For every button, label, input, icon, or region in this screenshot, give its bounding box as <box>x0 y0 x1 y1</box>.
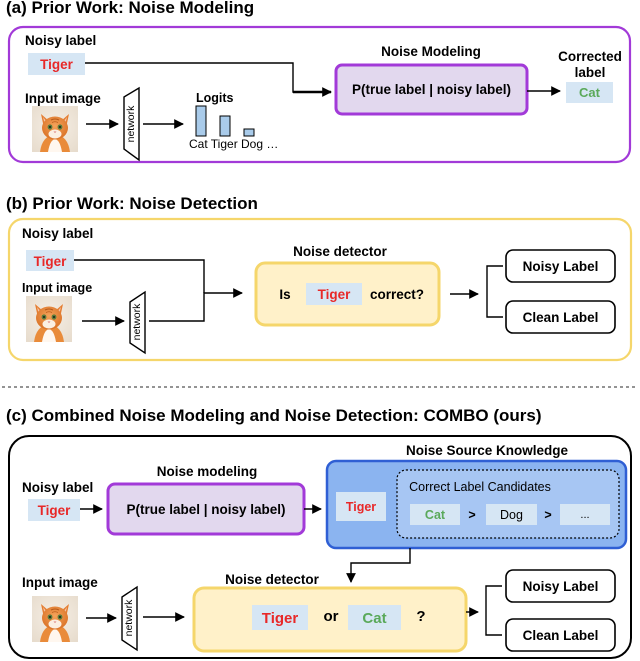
panel-a-noise-modeling-formula: P(true label | noisy label) <box>352 82 511 97</box>
panel-b-network <box>129 290 146 355</box>
panel-b-noisy-label-box <box>26 250 74 271</box>
panel-b-clean-output-box <box>505 300 616 334</box>
panel-c-knowledge-to-detector-arrow <box>346 548 411 583</box>
logit-bar-cat <box>195 105 207 137</box>
panel-a-corrected-value: Cat <box>579 85 601 100</box>
panel-b-question-value: Tiger <box>318 287 352 302</box>
panel-b-merge-arrow <box>149 288 243 322</box>
panel-c-option-cat-box <box>348 605 401 630</box>
panel-c-option-or: or <box>324 608 339 625</box>
panel-c-detector-title: Noise detector <box>225 572 320 587</box>
panel-a-noisy-label-box <box>28 53 85 75</box>
panel-b-question-suffix: correct? <box>370 287 424 302</box>
panel-c-noise-modeling-title: Noise modeling <box>157 464 258 479</box>
panel-c-network-label: network <box>123 599 135 637</box>
panel-c-option-tiger-box <box>252 605 308 630</box>
panel-c-option-tiger: Tiger <box>262 610 299 627</box>
panel-c-knowledge-tiger-box <box>336 492 386 521</box>
panel-c-output-bracket <box>485 585 502 636</box>
candidate-dog-box <box>486 504 537 525</box>
panel-c-input-image-title: Input image <box>22 575 98 590</box>
panel-a-corrected-title-2: label <box>575 65 606 80</box>
panel-a-network-label: network <box>125 105 137 143</box>
panel-c-option-cat: Cat <box>362 610 386 627</box>
panel-c-knowledge-tiger: Tiger <box>346 500 376 514</box>
panel-a-noisy-label-value: Tiger <box>40 57 74 72</box>
panel-c-noisy-label-value: Tiger <box>38 503 72 518</box>
panel-a-noise-modeling-box <box>334 63 529 116</box>
panel-c-noisy-output: Noisy Label <box>523 579 599 594</box>
panel-b-question-prefix: Is <box>279 287 290 302</box>
panel-b-output-bracket <box>486 265 503 318</box>
candidate-sep-2: > <box>544 508 551 522</box>
candidate-more-box <box>560 504 610 525</box>
panel-a-input-image-title: Input image <box>25 91 101 106</box>
panel-a-noise-modeling-title: Noise Modeling <box>381 44 481 59</box>
panel-b-input-image-title: Input image <box>22 281 92 295</box>
panel-c-noisy-label-box <box>28 499 80 521</box>
panel-c-network <box>121 585 138 652</box>
panel-c-heading: (c) Combined Noise Modeling and Noise De… <box>6 406 542 425</box>
panel-a-logits-title: Logits <box>196 91 234 105</box>
panel-a-corrected-title-1: Corrected <box>558 49 622 64</box>
panel-a-cat-image <box>32 106 78 152</box>
logit-bar-tiger <box>219 115 231 137</box>
candidate-cat-box <box>410 504 460 525</box>
candidate-sep-1: > <box>468 508 475 522</box>
panel-b-heading: (b) Prior Work: Noise Detection <box>6 194 258 213</box>
panel-c-option-question: ? <box>416 608 425 625</box>
panel-a-logits-classes: Cat Tiger Dog … <box>189 137 278 151</box>
panel-c-noisy-label-title: Noisy label <box>22 480 93 495</box>
panel-b-network-label: network <box>131 303 143 341</box>
panel-a-network <box>123 86 140 162</box>
candidate-cat: Cat <box>425 508 446 522</box>
candidate-dog: Dog <box>500 508 523 522</box>
panel-b-noisy-label-value: Tiger <box>34 254 68 269</box>
panel-c-noise-modeling-formula: P(true label | noisy label) <box>126 502 285 517</box>
panel-b-label-line <box>74 259 205 293</box>
panel-b-noisy-label-title: Noisy label <box>22 226 93 241</box>
panel-a-noisy-label-title: Noisy label <box>25 33 96 48</box>
panel-c-noisy-output-box <box>505 569 616 603</box>
panel-b-clean-output: Clean Label <box>523 310 599 325</box>
panel-c-candidates-title: Correct Label Candidates <box>409 480 551 494</box>
candidate-more: ... <box>580 509 589 521</box>
panel-b-cat-image <box>26 296 72 342</box>
panel-a-frame <box>7 25 632 164</box>
logit-bar-dog <box>243 128 255 137</box>
panel-b-detector-title: Noise detector <box>293 244 388 259</box>
panel-b-noisy-output-box <box>505 249 616 283</box>
panel-c-clean-output-box <box>505 618 616 652</box>
panel-c-clean-output: Clean Label <box>523 628 599 643</box>
panel-b-question-box <box>306 283 362 305</box>
panel-a-corrected-box <box>566 82 613 103</box>
panel-c-detector-box <box>192 586 468 653</box>
panel-c-knowledge-title: Noise Source Knowledge <box>406 443 569 458</box>
panel-a-heading: (a) Prior Work: Noise Modeling <box>6 0 254 17</box>
panel-c-cat-image <box>32 596 78 642</box>
panel-b-noisy-output: Noisy Label <box>523 259 599 274</box>
